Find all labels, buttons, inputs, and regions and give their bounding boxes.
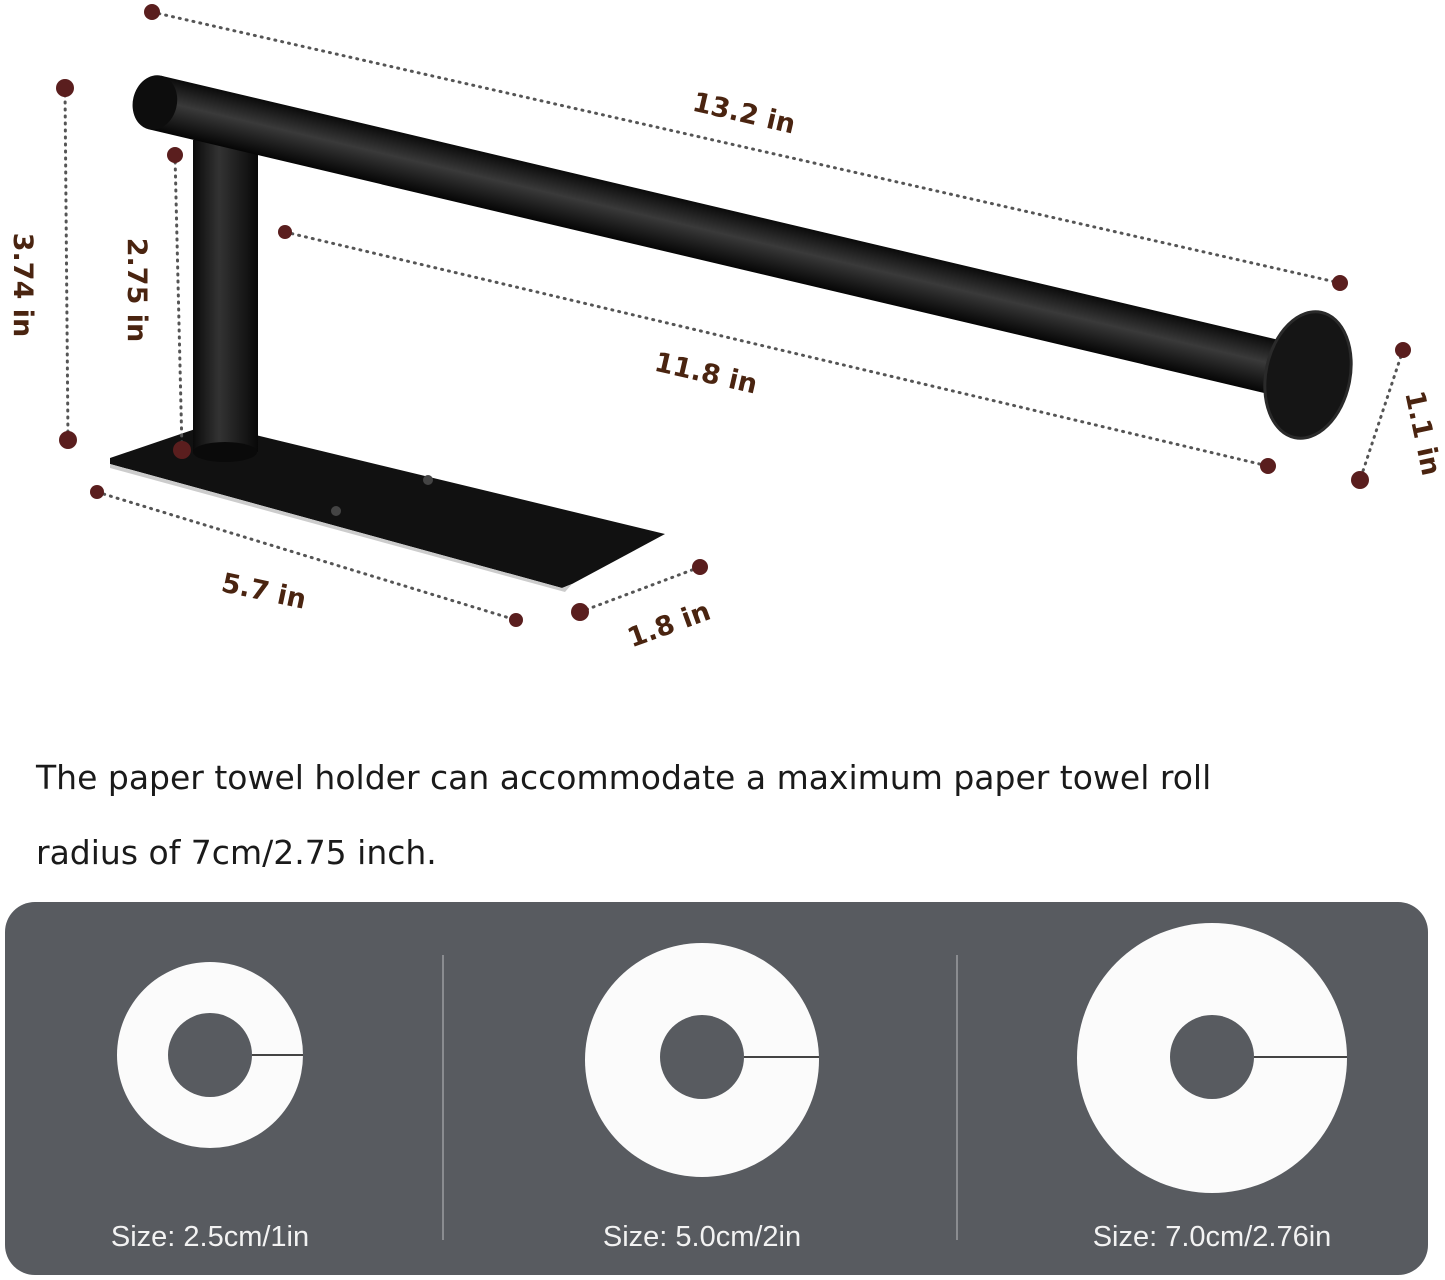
paper-towel-holder [110,75,1353,592]
dim-dot [509,613,523,627]
screw-hole [331,506,341,516]
description-line-1: The paper towel holder can accommodate a… [36,758,1212,797]
towel-bar-left-end [132,75,178,130]
post-base [193,442,257,462]
label-total-length: 13.2 in [690,87,799,141]
dim-line-base-length [95,490,518,622]
base-plate-edge [110,464,572,592]
roll-size-panel: Size: 2.5cm/1in Size: 5.0cm/2in Size: 7.… [5,902,1428,1275]
roll-size-label: Size: 7.0cm/2.76in [1093,1221,1332,1253]
base-plate [110,424,665,588]
roll-small: Size: 2.5cm/1in [111,962,309,1253]
dim-line-post-height [173,153,184,452]
label-total-height: 3.74 in [7,233,38,338]
label-bar-diameter: 1.1 in [1398,388,1445,478]
label-post-height: 2.75 in [121,238,152,343]
dim-dot [571,603,589,621]
roll-medium: Size: 5.0cm/2in [585,943,819,1253]
dim-line-usable-length [283,230,1270,468]
dim-dot [692,559,708,575]
towel-bar [148,75,1305,400]
dim-line-total-length [150,10,1342,285]
dim-dot [56,79,74,97]
towel-bar-end-cap [1263,310,1353,440]
dim-dot [1260,458,1276,474]
post [193,140,258,452]
dim-dot [167,147,183,163]
dim-dot [144,4,160,20]
dim-line-total-height [63,86,70,442]
dim-dot [90,485,104,499]
label-usable-length: 11.8 in [652,347,761,401]
dim-dot [173,441,191,459]
label-base-width: 1.8 in [624,596,715,654]
dim-dot [1351,471,1369,489]
label-base-length: 5.7 in [219,568,309,616]
screw-hole [423,475,433,485]
roll-size-label: Size: 5.0cm/2in [603,1221,801,1253]
dim-dot [59,431,77,449]
dim-line-bar-diameter [1358,348,1405,482]
dim-dot [278,225,292,239]
description-line-2: radius of 7cm/2.75 inch. [36,833,437,872]
dim-dot [1395,342,1411,358]
roll-size-label: Size: 2.5cm/1in [111,1221,309,1253]
dim-dot [1332,275,1348,291]
roll-large: Size: 7.0cm/2.76in [1077,923,1347,1253]
dim-line-base-width [578,565,702,614]
